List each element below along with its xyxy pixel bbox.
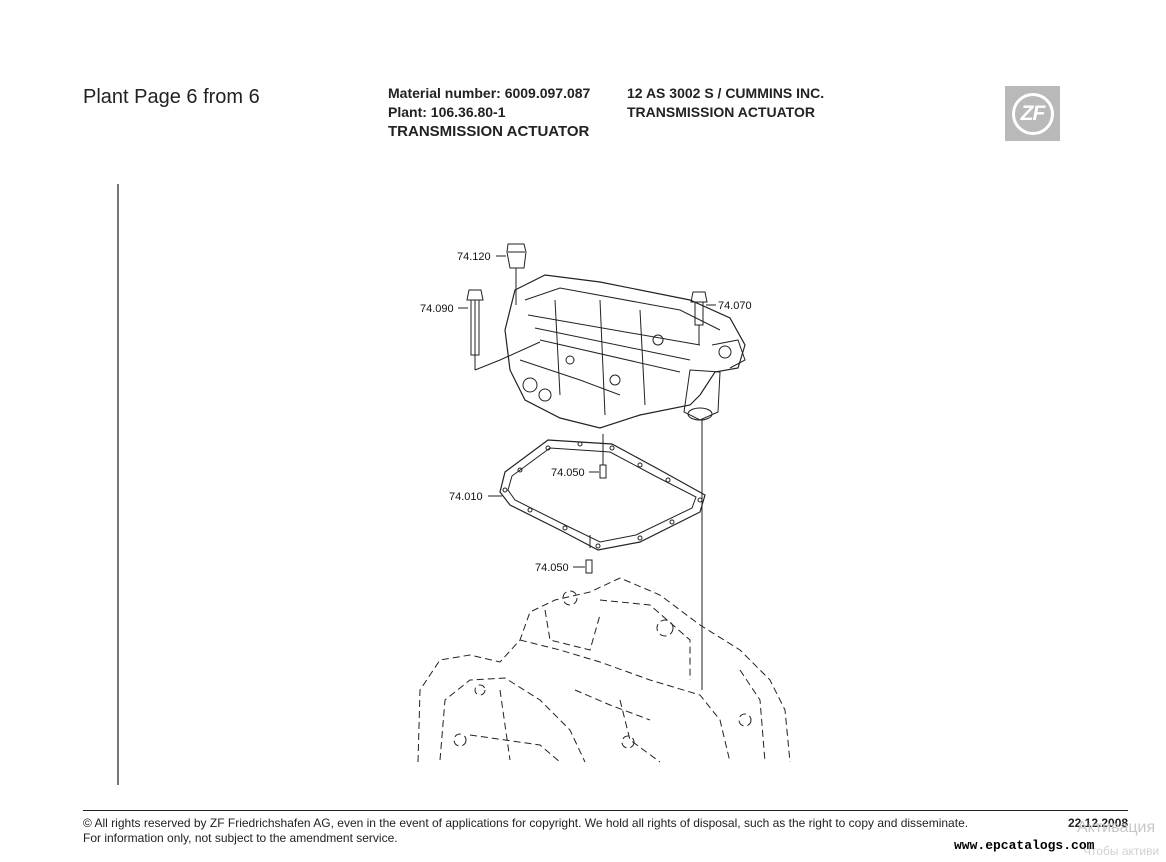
material-number: Material number: 6009.097.087 — [388, 85, 591, 101]
callout-74050-upper: 74.050 — [551, 467, 585, 479]
callout-74010: 74.010 — [449, 491, 483, 503]
amendment-notice: For information only, not subject to the… — [83, 831, 398, 845]
dowel-pin-lower — [585, 559, 593, 574]
copyright-notice: © All rights reserved by ZF Friedrichsha… — [83, 816, 969, 830]
transmission-housing — [417, 577, 791, 763]
activation-watermark-title: Активация — [1077, 819, 1156, 836]
zf-logo: ZF — [1005, 86, 1060, 141]
model-info: 12 AS 3002 S / CUMMINS INC. TRANSMISSION… — [627, 84, 824, 122]
document-date: 22.12.2008 — [1068, 816, 1129, 830]
activation-watermark-sub: Чтобы активи — [1083, 844, 1160, 858]
gasket — [499, 439, 706, 551]
callout-74090: 74.090 — [420, 303, 454, 315]
callout-74050-lower: 74.050 — [535, 562, 569, 574]
page-title: Plant Page 6 from 6 — [83, 86, 260, 108]
callout-74120: 74.120 — [457, 251, 491, 263]
actuator-housing — [504, 274, 746, 429]
left-margin-rule — [117, 184, 119, 785]
callout-74070: 74.070 — [718, 300, 752, 312]
assembly-subtitle: TRANSMISSION ACTUATOR — [627, 104, 815, 120]
bolt-right — [690, 291, 708, 345]
plug-part — [506, 243, 527, 305]
footer-rule — [83, 810, 1128, 811]
bolt-left — [466, 289, 541, 371]
logo-ring: ZF — [1011, 92, 1054, 135]
dowel-pin-upper — [599, 434, 607, 479]
site-watermark: www.epcatalogs.com — [954, 838, 1095, 853]
model-name: 12 AS 3002 S / CUMMINS INC. — [627, 85, 825, 101]
plant-number: Plant: 106.36.80-1 — [388, 104, 506, 120]
material-info: Material number: 6009.097.087 Plant: 106… — [388, 84, 590, 141]
assembly-title: TRANSMISSION ACTUATOR — [388, 123, 590, 140]
logo-text: ZF — [1020, 101, 1046, 125]
